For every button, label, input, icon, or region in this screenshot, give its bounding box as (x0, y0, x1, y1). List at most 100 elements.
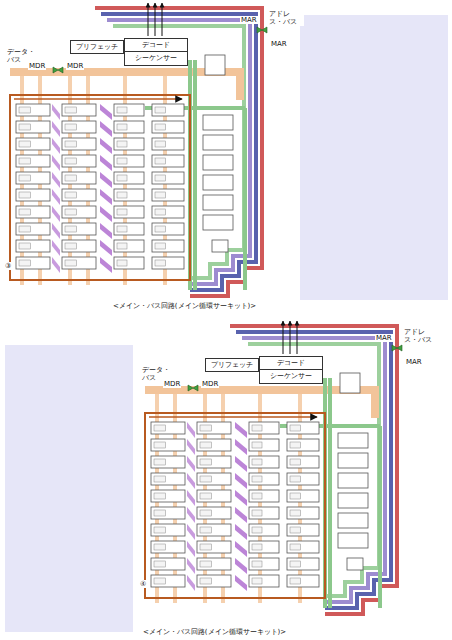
register-box (114, 223, 144, 235)
register-box (197, 490, 231, 502)
register-cell (19, 158, 30, 164)
register-cell (117, 124, 127, 130)
connectors (123, 47, 259, 365)
register-box (287, 575, 319, 587)
register-cell (290, 476, 301, 482)
register-box (152, 104, 184, 116)
control-arrow (283, 321, 284, 354)
register-cell (154, 425, 165, 431)
purple-band (235, 507, 247, 523)
purple-band (187, 507, 195, 523)
register-cell (19, 260, 30, 266)
purple-band (235, 541, 247, 557)
register-box (151, 507, 185, 519)
unit-box (338, 453, 368, 468)
register-box (16, 155, 50, 167)
register-box (249, 439, 279, 451)
register-box (16, 189, 50, 201)
register-cell (65, 158, 76, 164)
register-cell (252, 476, 262, 482)
register-cell (252, 442, 262, 448)
register-cell (65, 124, 76, 130)
purple-band (187, 473, 195, 489)
register-box (197, 524, 231, 536)
register-box (16, 240, 50, 252)
register-cell (200, 442, 211, 448)
purple-band (100, 223, 112, 239)
register-cell (19, 243, 30, 249)
bus-label: MAR (405, 358, 423, 366)
prefetch-box: プリフェッチ (70, 40, 124, 54)
register-cell (290, 425, 301, 431)
control-arrow (155, 3, 156, 36)
register-cell (252, 459, 262, 465)
purple-band (100, 240, 112, 256)
register-cell (155, 226, 166, 232)
register-box (197, 422, 231, 434)
bus-label: MDR (163, 380, 181, 388)
register-cell (252, 510, 262, 516)
register-cell (19, 175, 30, 181)
bus-label: MDR (201, 380, 219, 388)
register-box (114, 189, 144, 201)
register-cell (290, 493, 301, 499)
latch-symbol (53, 67, 63, 73)
register-box (16, 121, 50, 133)
register-cell (200, 578, 211, 584)
register-cell (252, 425, 262, 431)
register-cell (290, 561, 301, 567)
register-cell (252, 578, 262, 584)
purple-band (52, 223, 60, 239)
register-box (249, 422, 279, 434)
box-text: デコード (125, 39, 187, 51)
box-text: プリフェッチ (71, 41, 123, 53)
unit-box (203, 155, 233, 170)
box-text: プリフェッチ (206, 359, 258, 371)
register-box (62, 206, 96, 218)
register-box (197, 575, 231, 587)
purple-band (235, 422, 247, 438)
register-box (114, 104, 144, 116)
address-bus-line (242, 338, 385, 602)
green-line (328, 378, 332, 608)
register-cell (117, 175, 127, 181)
register-box (287, 439, 319, 451)
register-box (287, 422, 319, 434)
bus-circuit (145, 321, 402, 614)
register-cell (252, 527, 262, 533)
unit-box (205, 55, 225, 75)
register-box (151, 422, 185, 434)
purple-band (235, 524, 247, 540)
register-box (197, 558, 231, 570)
address-bus-line (236, 332, 391, 608)
register-box (197, 456, 231, 468)
purple-band (100, 138, 112, 154)
blank-panel (5, 345, 133, 632)
register-box (16, 138, 50, 150)
latch-symbol (392, 345, 402, 351)
bus-label: ③ (4, 262, 12, 270)
register-cell (154, 442, 165, 448)
register-box (16, 223, 50, 235)
purple-band (187, 558, 195, 574)
register-cell (155, 260, 166, 266)
bus-arrow (149, 416, 317, 418)
register-cell (290, 459, 301, 465)
register-box (114, 138, 144, 150)
decoder-box: デコードシーケンサー (124, 38, 188, 66)
register-cell (65, 175, 76, 181)
register-box (62, 257, 96, 269)
purple-band (187, 490, 195, 506)
unit-box (203, 175, 233, 190)
register-box (249, 456, 279, 468)
unit-box (203, 135, 233, 150)
purple-band (187, 524, 195, 540)
register-box (151, 456, 185, 468)
bus-label: MAR (240, 16, 258, 24)
register-cell (155, 141, 166, 147)
register-box (287, 456, 319, 468)
unit-box (340, 373, 360, 393)
register-cell (290, 442, 301, 448)
purple-band (100, 155, 112, 171)
register-cell (200, 544, 211, 550)
